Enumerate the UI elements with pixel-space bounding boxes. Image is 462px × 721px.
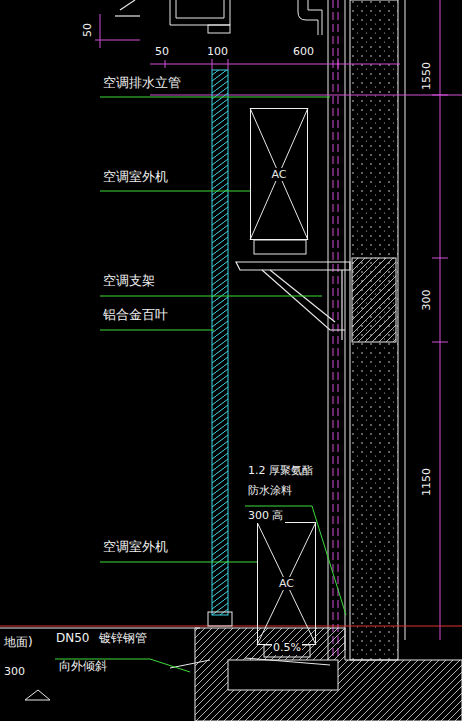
callout-text: 铝合金百叶 bbox=[102, 308, 169, 323]
dimension: 1150 bbox=[421, 467, 434, 497]
ac-label: AC bbox=[277, 577, 296, 590]
callout-text: 空调支架 bbox=[102, 274, 156, 289]
dimension: 1550 bbox=[421, 61, 434, 91]
dimension: 100 bbox=[206, 46, 229, 59]
callout-text: 空调排水立管 bbox=[102, 76, 182, 91]
note-text: 向外倾斜 bbox=[58, 660, 108, 674]
dimension: 50 bbox=[154, 46, 170, 59]
ac-unit-box: AC bbox=[250, 108, 308, 240]
note-text: 地面) bbox=[3, 636, 34, 650]
dimension: 50 bbox=[82, 22, 95, 38]
dimension: 600 bbox=[292, 46, 315, 59]
note-text: 1.2 厚聚氨酯 bbox=[247, 465, 314, 478]
note-text: DN50 bbox=[55, 632, 91, 646]
note-text: 防水涂料 bbox=[247, 485, 293, 498]
dimension: 300 bbox=[421, 289, 434, 312]
callout-text: 空调室外机 bbox=[102, 170, 169, 185]
dimension: 300 bbox=[3, 666, 26, 679]
ac-unit-box: AC bbox=[257, 522, 316, 645]
ac-label: AC bbox=[269, 168, 288, 181]
callout-text: 空调室外机 bbox=[102, 540, 169, 555]
note-text: 300 高 bbox=[247, 510, 285, 523]
slope-text: 0.5% bbox=[272, 642, 302, 655]
note-text: 镀锌钢管 bbox=[98, 632, 148, 646]
